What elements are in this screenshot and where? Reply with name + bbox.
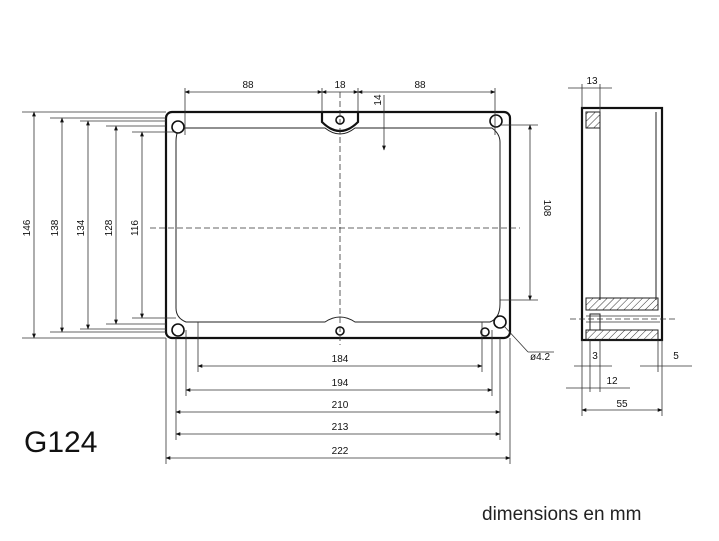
right-dim-108: 108 [541, 200, 552, 217]
bottom-dims: 184 194 210 213 222 [165, 322, 511, 464]
bottom-dim-222: 222 [332, 446, 349, 457]
side-dim-12: 12 [606, 376, 618, 387]
side-dim-13: 13 [586, 76, 598, 87]
units-note: dimensions en mm [482, 504, 641, 525]
top-dim-middle: 18 [334, 80, 346, 91]
side-view: 13 3 12 5 55 [566, 76, 692, 416]
bottom-dim-210: 210 [332, 400, 349, 411]
side-bottom-hatch [585, 329, 659, 341]
corner-hole-top-right [489, 114, 503, 128]
left-dims: 146 138 134 128 116 [22, 111, 176, 339]
top-view: 88 18 88 14 146 138 134 128 116 [22, 80, 554, 464]
bottom-dim-213: 213 [332, 422, 349, 433]
left-dim-116: 116 [130, 220, 141, 236]
left-dim-138: 138 [50, 219, 61, 236]
side-lid-hatch [585, 297, 659, 311]
bottom-dim-184: 184 [332, 354, 349, 365]
enclosure-outline [164, 110, 512, 340]
side-dim-3: 3 [592, 351, 598, 362]
screw-hole-bottom-inner-right [480, 327, 490, 337]
side-screw-boss [589, 313, 601, 331]
corner-hole-bottom-left [171, 323, 185, 337]
hole-diameter-label: ø4.2 [530, 352, 550, 363]
enclosure-inner-wall [175, 127, 501, 323]
top-dim-left: 88 [242, 80, 254, 91]
left-dim-134: 134 [76, 219, 87, 236]
side-top-hatch [585, 111, 601, 129]
bottom-dim-194: 194 [332, 378, 349, 389]
model-label: G124 [24, 426, 97, 459]
top-small-dim-vertical: 14 [373, 94, 384, 106]
left-dim-128: 128 [104, 219, 115, 236]
corner-hole-bottom-right [493, 315, 507, 329]
corner-hole-top-left [171, 120, 185, 134]
top-dim-right: 88 [414, 80, 426, 91]
left-dim-146: 146 [22, 219, 33, 236]
side-dim-55: 55 [616, 399, 628, 410]
side-dim-5: 5 [673, 351, 679, 362]
